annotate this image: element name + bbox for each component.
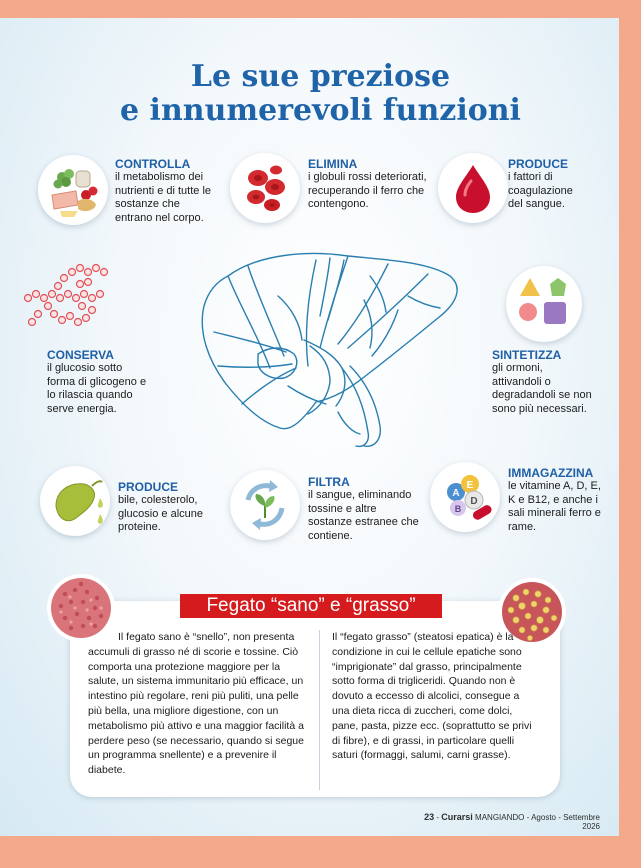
healthy-liver-tissue-icon <box>47 574 115 642</box>
page-title-line-1: Le sue preziose <box>190 59 451 94</box>
vitamin-label: A <box>452 488 459 499</box>
function-sintetizza-heading: SINTETIZZA <box>492 348 562 362</box>
page-number: 23 <box>424 812 435 822</box>
fatty-liver-text: Il “fegato grasso” (steatosi epatica) è … <box>332 631 532 762</box>
magazine-name: Curarsi <box>441 812 473 822</box>
vitamin-label: B <box>455 504 462 514</box>
function-immagazzina: IMMAGAZZINA le vitamine A, D, E, K e B12… <box>508 466 604 534</box>
function-produce-coagulazione-text: i fattori di coagulazione del sangue. <box>508 171 573 210</box>
page-title-line-2: e innumerevoli funzioni <box>120 93 521 128</box>
box-title-banner: Fegato “sano” e “grasso” <box>180 594 442 618</box>
vitamin-label: E <box>467 480 474 491</box>
function-produce-coagulazione-heading: PRODUCE <box>508 157 569 171</box>
footer-separator: - <box>436 813 440 822</box>
function-immagazzina-text: le vitamine A, D, E, K e B12, e anche i … <box>508 480 601 533</box>
function-sintetizza: SINTETIZZA gli ormoni, attivandoli o deg… <box>492 348 592 416</box>
function-immagazzina-heading: IMMAGAZZINA <box>508 466 594 480</box>
function-conserva-heading: CONSERVA <box>47 348 114 362</box>
function-filtra-text: il sangue, eliminando tossine e altre so… <box>308 489 419 542</box>
hormone-shapes-icon <box>506 266 582 342</box>
function-sintetizza-text: gli ormoni, attivandoli o degradandoli s… <box>492 362 592 415</box>
fatty-liver-tissue-icon <box>498 578 566 646</box>
vitamin-label: D <box>470 496 477 507</box>
function-filtra-heading: FILTRA <box>308 475 350 489</box>
function-controlla: CONTROLLA il metabolismo dei nutrienti e… <box>115 157 215 225</box>
function-filtra: FILTRA il sangue, eliminando tossine e a… <box>308 475 423 543</box>
glycogen-chain-icon <box>23 263 109 327</box>
function-elimina-text: i globuli rossi deteriorati, recuperando… <box>308 171 427 210</box>
blood-drop-icon <box>438 153 508 223</box>
page-footer: 23 - Curarsi MANGIANDO - Agosto - Settem… <box>420 812 600 831</box>
function-controlla-text: il metabolismo dei nutrienti e di tutte … <box>115 171 212 224</box>
function-conserva-text: il glucosio sotto forma di glicogeno e l… <box>47 362 147 415</box>
function-produce-bile-text: bile, colesterolo, glucosio e alcune pro… <box>118 494 204 533</box>
healthy-fatty-liver-box <box>70 601 560 797</box>
red-blood-cells-icon <box>230 153 300 223</box>
function-conserva: CONSERVA il glucosio sotto forma di glic… <box>47 348 152 416</box>
section-name: MANGIANDO <box>475 813 525 822</box>
function-elimina: ELIMINA i globuli rossi deteriorati, rec… <box>308 157 438 212</box>
filter-cycle-icon <box>230 470 300 540</box>
gallbladder-icon <box>40 466 110 536</box>
healthy-liver-text: Il fegato sano è “snello”, non presenta … <box>88 631 304 777</box>
function-produce-bile: PRODUCE bile, colesterolo, glucosio e al… <box>118 480 216 535</box>
footer-separator: - <box>526 813 530 822</box>
function-elimina-heading: ELIMINA <box>308 157 358 171</box>
liver-illustration <box>201 252 458 448</box>
issue-date: Agosto - Settembre 2026 <box>531 813 600 831</box>
function-produce-bile-heading: PRODUCE <box>118 480 179 494</box>
food-icon <box>38 155 108 225</box>
column-divider <box>319 630 320 790</box>
vitamins-icon: A E D B <box>430 462 500 532</box>
function-produce-coagulazione: PRODUCE i fattori di coagulazione del sa… <box>508 157 588 212</box>
function-controlla-heading: CONTROLLA <box>115 157 191 171</box>
